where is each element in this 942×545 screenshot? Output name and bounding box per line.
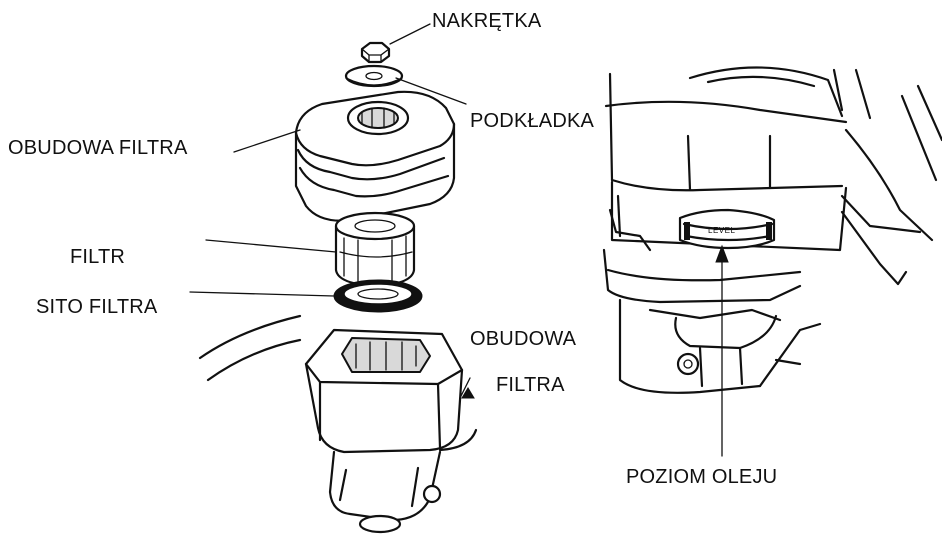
washer-part [344,64,404,88]
engine-block [602,66,942,394]
oil-level-leader [715,244,729,457]
label-filter: FILTR [70,246,126,268]
label-filter-housing-bottom-line1: OBUDOWA [470,328,577,350]
label-filter-screen: SITO FILTRA [36,296,158,318]
filter-screen-part [333,279,423,313]
filter-cover-part [294,90,456,222]
label-oil-level: POZIOM OLEJU [626,466,778,488]
leader-lines-left [189,23,471,399]
label-filter-housing-bottom-line2: FILTRA [496,374,565,396]
label-washer: PODKŁADKA [470,110,595,132]
label-nut: NAKRĘTKA [432,10,542,32]
filter-base-part [198,314,478,534]
oil-level-mark: LEVEL [708,226,736,235]
oil-level-window [678,208,776,250]
nut-part [360,41,391,64]
label-filter-housing-top: OBUDOWA FILTRA [8,137,188,159]
